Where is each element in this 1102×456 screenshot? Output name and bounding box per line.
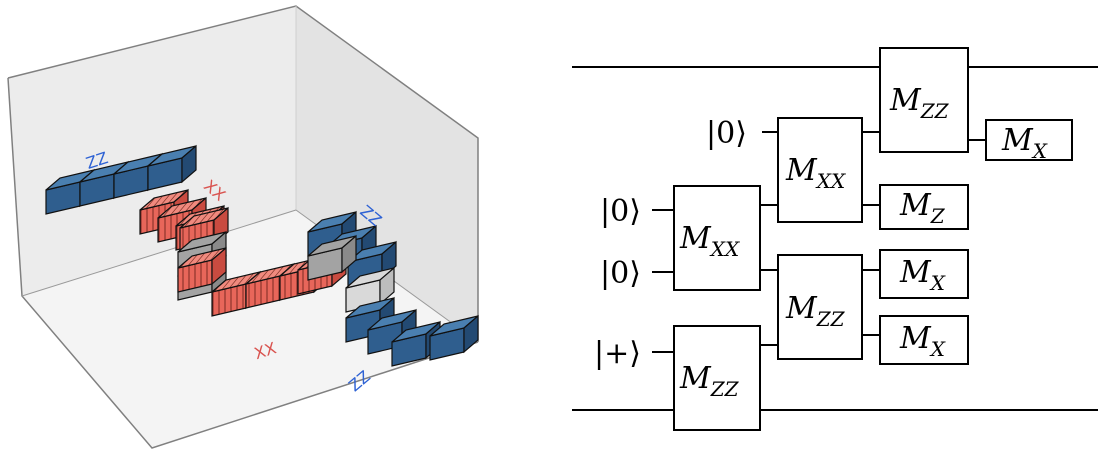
gate-box bbox=[777, 254, 863, 360]
input-ket-1: |0⟩ bbox=[600, 194, 641, 229]
gate-label-mz: MZ bbox=[899, 188, 946, 228]
gate-label-mzz-top: MZZ bbox=[889, 83, 950, 123]
gate-box bbox=[879, 249, 969, 299]
gate-labels: MZZ MX MXX MZ MXX MX MZZ MX MZZ bbox=[679, 83, 1048, 401]
cube-side-face bbox=[211, 246, 227, 286]
cube-side-face bbox=[341, 234, 357, 274]
cube-side-face bbox=[181, 144, 197, 184]
gate-label-mx-a: MX bbox=[899, 255, 946, 295]
gate-label-mxx-mid: MXX bbox=[785, 153, 846, 193]
lattice-blocks bbox=[45, 144, 479, 367]
gate-box bbox=[879, 47, 969, 153]
gate-box bbox=[673, 325, 761, 431]
input-ket-2: |0⟩ bbox=[600, 256, 641, 291]
gate-box bbox=[777, 117, 863, 223]
measurement-circuit bbox=[572, 47, 1098, 431]
pane-edge bbox=[7, 5, 479, 342]
input-states: |0⟩ |0⟩ |0⟩ |+⟩ bbox=[594, 116, 747, 371]
input-ket-3: |+⟩ bbox=[594, 336, 641, 371]
gate-box bbox=[879, 315, 969, 365]
gate-box bbox=[985, 119, 1073, 161]
cube-side-face bbox=[379, 266, 395, 306]
gate-label-mx-b: MX bbox=[899, 321, 946, 361]
back-pane-right bbox=[296, 6, 478, 342]
gate-label-mxx-left: MXX bbox=[679, 221, 740, 261]
lattice-surgery-3d-view: ZZ XX ZZ XX ZZ bbox=[7, 5, 479, 449]
cube-side-face bbox=[463, 314, 479, 354]
gate-box bbox=[879, 184, 969, 230]
gate-label-mzz-mid: MZZ bbox=[785, 291, 846, 331]
pane-edge bbox=[7, 77, 479, 449]
gate-label-mx-top: MX bbox=[1001, 123, 1048, 163]
input-ket-0: |0⟩ bbox=[706, 116, 747, 151]
pane-edge bbox=[21, 209, 297, 297]
gate-box bbox=[673, 185, 761, 291]
gate-label-mzz-bot: MZZ bbox=[679, 361, 740, 401]
